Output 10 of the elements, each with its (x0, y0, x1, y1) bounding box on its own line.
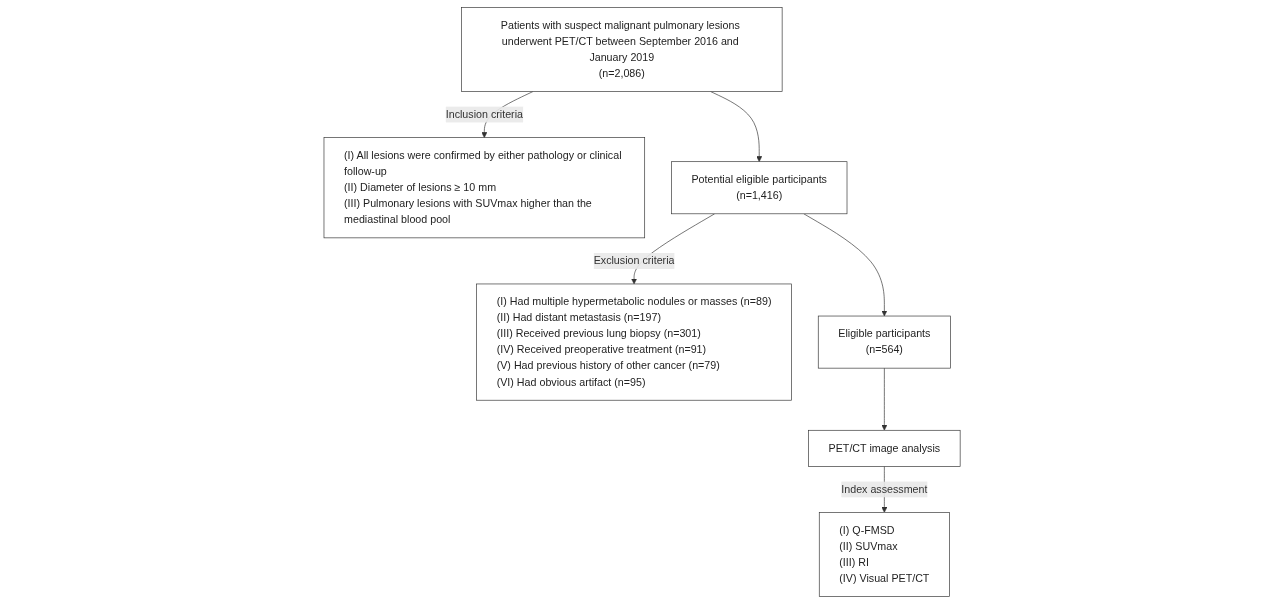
edge-label: Inclusion criteria (446, 108, 524, 120)
node-box: Eligible participants (n=564) (818, 315, 952, 369)
node-box: PET/CT image analysis (808, 429, 961, 467)
node-box: (I) Q-FMSD (II) SUVmax (III) RI (IV) Visual PET/CT (819, 512, 951, 597)
node-box: (I) Had multiple hypermetabolic nodules or masses (n=89) (II) Had distant metastasis (n=197) (III) Received previous lung biopsy (n=301) (IV) Received preoperative treatment (n=91) (V) Had previous history of other cancer (n=79) (VI) Had obvious artifact (n=95) (476, 283, 793, 401)
edge-label: Exclusion criteria (594, 254, 675, 267)
node-box: Potential eligible participants (n=1,416) (671, 161, 848, 215)
node-box: Patients with suspect malignant pulmonary lesions underwent PET/CT between September 2016 and January 2019 (n=2,086) (461, 7, 783, 92)
node-box: (I) All lesions were confirmed by either pathology or clinical follow-up (II) Diameter of lesions ≥ 10 mm (III) Pulmonary lesions with SUVmax higher than the mediastinal blood pool (324, 137, 646, 239)
edge-label: Index assessment (841, 483, 928, 495)
